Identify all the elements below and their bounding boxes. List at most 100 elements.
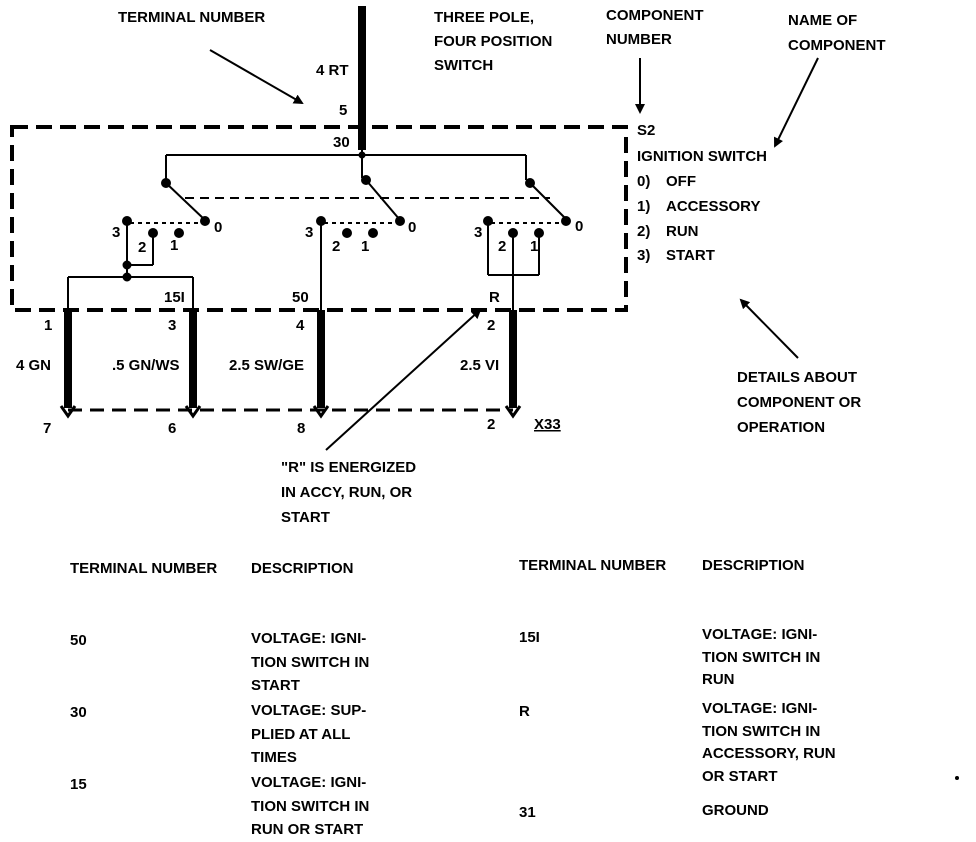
position-3-label: START (666, 247, 715, 264)
position-3-num: 3) (637, 247, 650, 264)
description-line: VOLTAGE: IGNI- (251, 774, 367, 791)
legend-left-description: VOLTAGE: IGNI- TION SWITCH IN START (251, 627, 369, 698)
callout-component-name-1: NAME OF (788, 12, 857, 29)
pole-2-label-1: 1 (361, 238, 369, 255)
pole-3-label-3: 3 (474, 224, 482, 241)
callout-component-name-2: COMPONENT (788, 37, 886, 54)
callout-details-2: COMPONENT OR (737, 394, 861, 411)
position-1-label: ACCESSORY (666, 198, 760, 215)
position-0-label: OFF (666, 173, 696, 190)
pin-3: 3 (168, 317, 176, 334)
callout-r-note-3: START (281, 509, 330, 526)
terminal-50: 50 (292, 289, 309, 306)
pole-3-label-1: 1 (530, 238, 538, 255)
position-2-num: 2) (637, 223, 650, 240)
connector-pin-8: 8 (297, 420, 305, 437)
position-0-num: 0) (637, 173, 650, 190)
legend-right-header-terminal: TERMINAL NUMBER (519, 557, 667, 574)
pole-3-label-0: 0 (575, 218, 583, 235)
position-2-label: RUN (666, 223, 699, 240)
pole-2-label-0: 0 (408, 219, 416, 236)
pole-2-contacts (316, 216, 405, 310)
pole-3-contacts (483, 216, 571, 310)
legend-left-terminal: 15 (70, 776, 87, 793)
terminal-r: R (489, 289, 500, 306)
stray-dot (955, 776, 959, 780)
legend-right-terminal: R (519, 703, 530, 720)
pole-1-label-3: 3 (112, 224, 120, 241)
pole-2-label-3: 3 (305, 224, 313, 241)
wire-color-gnws: .5 GN/WS (112, 357, 180, 374)
legend-left-description: VOLTAGE: IGNI- TION SWITCH IN RUN OR STA… (251, 771, 369, 842)
callout-switch-type-1: THREE POLE, (434, 9, 534, 26)
connector-id: X33 (534, 416, 561, 433)
description-line: PLIED AT ALL (251, 725, 351, 743)
legend-right-description: GROUND (702, 799, 769, 823)
legend-left-terminal: 50 (70, 632, 87, 649)
description-line: VOLTAGE: SUP- (251, 702, 367, 719)
description-line: VOLTAGE: IGNI- (702, 700, 818, 717)
legend-right-terminal: 31 (519, 804, 536, 821)
description-line: TION SWITCH IN (702, 722, 821, 740)
component-id: S2 (637, 122, 655, 139)
description-line: GROUND (702, 802, 769, 819)
callout-details-3: OPERATION (737, 419, 825, 436)
pole-3-label-2: 2 (498, 238, 506, 255)
pin-1: 1 (44, 317, 52, 334)
legend-left-header-description: DESCRIPTION (251, 560, 354, 577)
description-line: TION SWITCH IN (702, 648, 821, 666)
description-line: VOLTAGE: IGNI- (702, 626, 818, 643)
callout-switch-type-2: FOUR POSITION (434, 33, 552, 50)
callout-r-note-2: IN ACCY, RUN, OR (281, 484, 412, 501)
legend-left-description: VOLTAGE: SUP- PLIED AT ALL TIMES (251, 699, 366, 770)
legend-left: TERMINAL NUMBER DESCRIPTION 50 VOLTAGE: … (70, 560, 470, 842)
pin-4: 4 (296, 317, 305, 334)
callout-component-number-2: NUMBER (606, 31, 672, 48)
output-wires (64, 310, 517, 408)
callout-r-note-1: "R" IS ENERGIZED (281, 459, 416, 476)
pole-1-label-1: 1 (170, 237, 178, 254)
common-bus (165, 150, 527, 180)
legend-right-terminal: 15I (519, 629, 540, 646)
pole-1-label-2: 2 (138, 239, 146, 256)
junction-dot (358, 151, 366, 159)
wire-color-4gn: 4 GN (16, 357, 51, 374)
callout-terminal-number: TERMINAL NUMBER (118, 9, 265, 26)
input-terminal: 30 (333, 134, 350, 151)
connector-pin-7: 7 (43, 420, 51, 437)
callout-details-1: DETAILS ABOUT (737, 369, 857, 386)
callout-arrows (209, 49, 819, 451)
description-line: OR START (702, 767, 778, 785)
legend-right: TERMINAL NUMBER DESCRIPTION 15I VOLTAGE:… (519, 557, 939, 839)
position-1-num: 1) (637, 198, 650, 215)
pole-1-contacts (67, 216, 210, 310)
legend-left-terminal: 30 (70, 704, 87, 721)
legend-right-description: VOLTAGE: IGNI- TION SWITCH IN ACCESSORY,… (702, 698, 836, 788)
switch-levers (161, 175, 567, 221)
description-line: RUN OR START (251, 821, 364, 838)
description-line: TIMES (251, 749, 297, 766)
callout-switch-type-3: SWITCH (434, 57, 493, 74)
callout-component-number-1: COMPONENT (606, 7, 704, 24)
legend-left-header-terminal: TERMINAL NUMBER (70, 560, 218, 577)
description-line: START (251, 677, 300, 694)
description-line: VOLTAGE: IGNI- (251, 630, 367, 647)
connector-pin-2: 2 (487, 416, 495, 433)
wire-color-vi: 2.5 VI (460, 357, 499, 374)
connector-pin-6: 6 (168, 420, 176, 437)
description-line: TION SWITCH IN (251, 797, 370, 815)
description-line: ACCESSORY, RUN (702, 745, 836, 762)
pole-1-label-0: 0 (214, 219, 222, 236)
description-line: RUN (702, 671, 735, 688)
description-line: TION SWITCH IN (251, 653, 370, 671)
pole-2-label-2: 2 (332, 238, 340, 255)
pin-2: 2 (487, 317, 495, 334)
legend-right-header-description: DESCRIPTION (702, 557, 805, 574)
input-wire-pin: 5 (339, 102, 347, 119)
terminal-15i: 15I (164, 289, 185, 306)
component-name: IGNITION SWITCH (637, 148, 767, 165)
wire-color-swge: 2.5 SW/GE (229, 357, 304, 374)
legend-right-description: VOLTAGE: IGNI- TION SWITCH IN RUN (702, 624, 820, 692)
input-wire-color: 4 RT (316, 62, 349, 79)
